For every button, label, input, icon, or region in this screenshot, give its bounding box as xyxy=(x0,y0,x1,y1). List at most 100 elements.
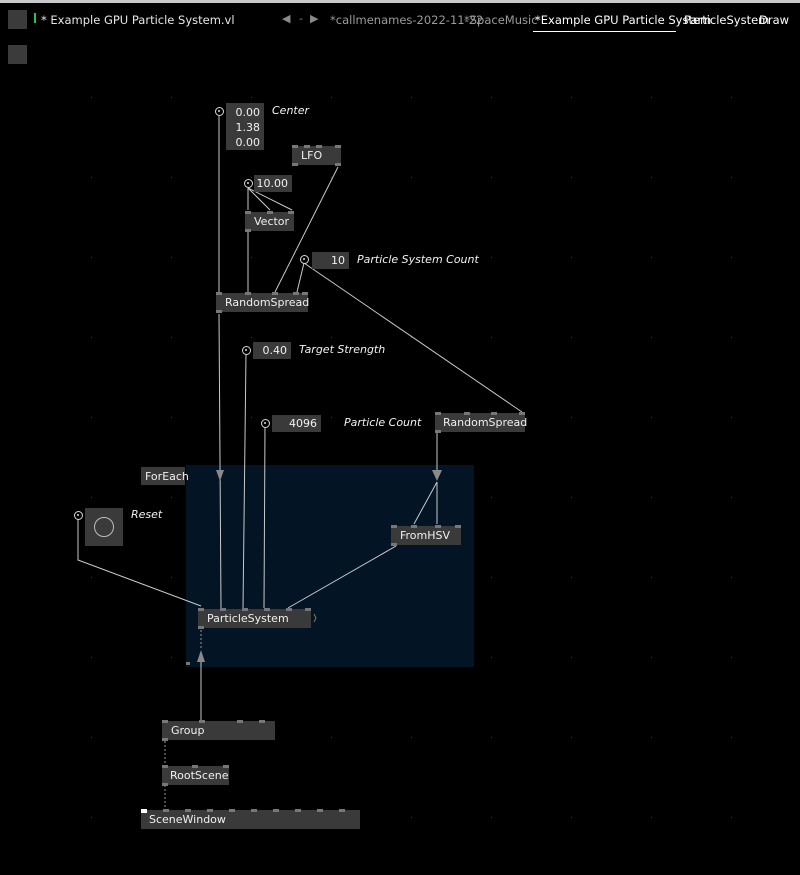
flow-arrow-icon xyxy=(432,470,442,481)
grid-dot xyxy=(251,257,252,258)
quad-menu-button[interactable] xyxy=(8,45,27,64)
tab-draw[interactable]: Draw xyxy=(759,13,790,27)
particle-system-count-value[interactable]: 10 xyxy=(331,254,345,267)
grid-dot xyxy=(331,337,332,338)
reset-label: Reset xyxy=(131,508,163,521)
active-file-marker xyxy=(34,13,36,23)
particlesystem-node[interactable]: ParticleSystem xyxy=(198,608,311,629)
grid-dot xyxy=(91,337,92,338)
grid-dot xyxy=(651,817,652,818)
center-y-value[interactable]: 1.38 xyxy=(235,121,261,134)
grid-dot xyxy=(651,337,652,338)
target-strength-pad-icon[interactable] xyxy=(242,346,251,355)
tab-spacemusic[interactable]: *SpaceMusic xyxy=(464,13,538,27)
scenewindow-node[interactable]: SceneWindow xyxy=(141,809,360,829)
nav-separator: - xyxy=(299,12,303,25)
vector-input-pad-icon[interactable] xyxy=(244,179,253,188)
grid-dot xyxy=(651,657,652,658)
particle-count-pad-icon[interactable] xyxy=(261,419,270,428)
grid-dot xyxy=(651,737,652,738)
center-pad-icon[interactable] xyxy=(215,107,224,116)
grid-dot xyxy=(331,737,332,738)
active-tab-underline xyxy=(533,31,676,32)
tab-bar: * Example GPU Particle System.vl ◀ - ▶ *… xyxy=(0,3,800,37)
grid-dot xyxy=(651,257,652,258)
foreach-region-label-text: ForEach xyxy=(145,470,189,483)
randomspread-node-2[interactable]: RandomSpread xyxy=(435,412,528,433)
menu-button[interactable] xyxy=(8,10,27,29)
grid-dot xyxy=(331,97,332,98)
particle-count-value[interactable]: 4096 xyxy=(289,417,317,430)
grid-dot xyxy=(171,497,172,498)
grid-dot xyxy=(571,497,572,498)
forward-arrow-icon[interactable]: ▶ xyxy=(310,12,319,25)
foreach-region[interactable] xyxy=(186,465,474,667)
region-corner-pin xyxy=(186,662,190,665)
tab-particlesystem[interactable]: ParticleSystem xyxy=(684,13,770,27)
grid-dot xyxy=(491,257,492,258)
grid-dot xyxy=(571,737,572,738)
grid-dot xyxy=(171,577,172,578)
grid-dot xyxy=(731,177,732,178)
grid-dot xyxy=(731,737,732,738)
vector-input-value[interactable]: 10.00 xyxy=(256,177,289,190)
center-x-value[interactable]: 0.00 xyxy=(235,106,261,119)
randomspread-node-1[interactable]: RandomSpread xyxy=(216,292,309,313)
grid-dot xyxy=(91,497,92,498)
rootscene-node[interactable]: RootScene xyxy=(162,765,229,786)
grid-dot xyxy=(171,257,172,258)
particle-system-count-iobox[interactable]: 10 xyxy=(312,252,349,269)
output-bracket xyxy=(313,613,317,623)
document-title[interactable]: * Example GPU Particle System.vl xyxy=(41,13,235,27)
grid-dot xyxy=(731,97,732,98)
group-node-label: Group xyxy=(171,724,205,737)
center-vector-iobox[interactable]: 0.00 1.38 0.00 xyxy=(226,103,264,150)
particle-system-count-pad-icon[interactable] xyxy=(300,255,309,264)
grid-dot xyxy=(571,817,572,818)
particle-count-label: Particle Count xyxy=(344,416,422,429)
grid-dot xyxy=(731,417,732,418)
target-strength-value[interactable]: 0.40 xyxy=(262,344,288,357)
lfo-node[interactable]: LFO xyxy=(292,145,341,166)
grid-dot xyxy=(91,177,92,178)
randomspread-node-2-label: RandomSpread xyxy=(443,416,528,429)
grid-dot xyxy=(571,177,572,178)
link-fromhsv-to-particlesystem xyxy=(287,545,397,609)
vector-input-iobox[interactable]: 10.00 xyxy=(254,175,292,192)
tab-callmenames[interactable]: *callmenames-2022-11-22 xyxy=(330,13,484,27)
grid-dot xyxy=(91,577,92,578)
center-label: Center xyxy=(272,104,310,117)
grid-dot xyxy=(171,177,172,178)
grid-dot xyxy=(251,97,252,98)
grid-dot xyxy=(411,97,412,98)
fromhsv-node[interactable]: FromHSV xyxy=(391,525,461,546)
grid-dot xyxy=(651,577,652,578)
grid-dot xyxy=(91,737,92,738)
grid-dot xyxy=(91,257,92,258)
particle-count-iobox[interactable]: 4096 xyxy=(272,415,321,432)
reset-bang-circle-icon[interactable] xyxy=(85,508,123,546)
grid-dot xyxy=(731,817,732,818)
flow-arrow-icon xyxy=(216,470,224,481)
grid-dot xyxy=(171,97,172,98)
reset-pad-icon[interactable] xyxy=(74,511,83,520)
foreach-region-label[interactable]: ForEach xyxy=(141,467,189,485)
target-strength-iobox[interactable]: 0.40 xyxy=(253,342,291,359)
grid-dot xyxy=(251,177,252,178)
particle-system-count-label: Particle System Count xyxy=(357,253,479,266)
grid-dot xyxy=(171,337,172,338)
tab-example-gpu-particle-system[interactable]: *Example GPU Particle System xyxy=(535,13,712,27)
grid-dot xyxy=(251,417,252,418)
link-reset-to-particlesystem xyxy=(77,518,202,607)
grid-dot xyxy=(91,657,92,658)
vector-node-label: Vector xyxy=(254,215,290,228)
back-arrow-icon[interactable]: ◀ xyxy=(282,12,291,25)
link-lfo-to-randomspread xyxy=(274,166,339,293)
grid-dot xyxy=(571,657,572,658)
center-z-value[interactable]: 0.00 xyxy=(235,136,261,149)
group-node[interactable]: Group xyxy=(162,720,275,741)
rootscene-node-label: RootScene xyxy=(170,769,229,782)
grid-dot xyxy=(251,337,252,338)
grid-dot xyxy=(651,417,652,418)
vector-node[interactable]: Vector xyxy=(245,211,294,232)
